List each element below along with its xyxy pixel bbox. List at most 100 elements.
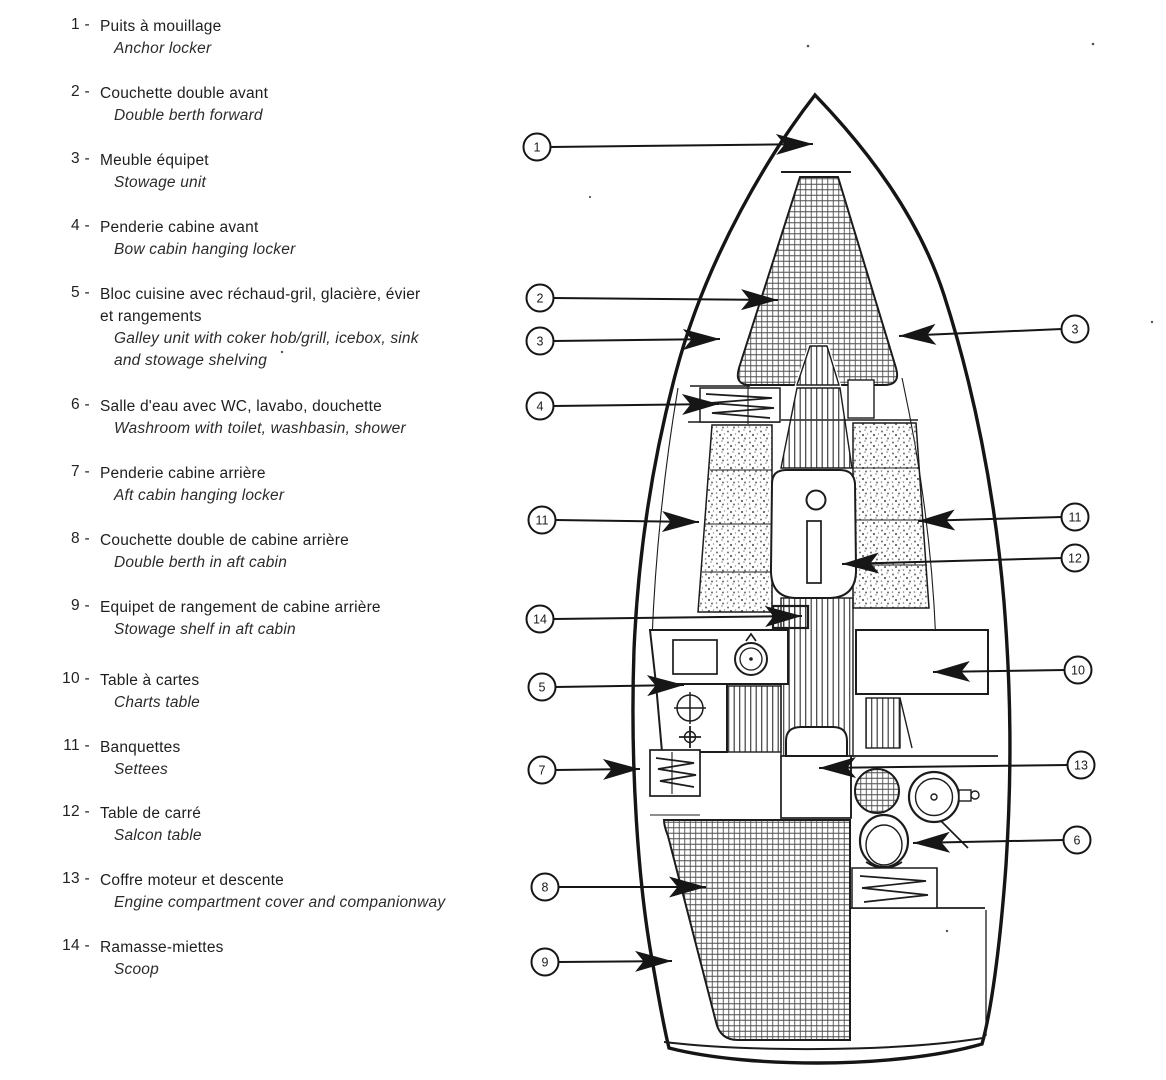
callout-3-right: 3 [898, 314, 1090, 345]
legend-label-fr: Table de carré [100, 805, 202, 822]
legend-label-en: Bow cabin hanging locker [114, 241, 296, 258]
legend-label-fr: Table à cartes [100, 672, 200, 689]
callout-7: 7 [527, 755, 641, 785]
legend-label-en: Scoop [114, 961, 159, 978]
legend-label-fr: Banquettes [100, 739, 181, 756]
transom-line [663, 1037, 984, 1051]
legend-item-number: 8 - [71, 530, 90, 547]
svg-text:14: 14 [533, 613, 547, 627]
legend-label-fr: Equipet de rangement de cabine arrière [100, 599, 381, 616]
legend-item-number: 12 - [62, 803, 90, 820]
aft-hanging-locker-stbd-icon [859, 875, 929, 903]
legend-label-fr: Couchette double avant [100, 85, 269, 102]
shower-grate [854, 768, 900, 814]
nav-seat [865, 697, 901, 749]
callout-5: 5 [527, 672, 685, 702]
svg-text:9: 9 [542, 956, 549, 970]
washbasin-faucet [958, 789, 972, 802]
legend-item-9: 9 -Equipet de rangement de cabine arrièr… [0, 597, 520, 641]
toilet [858, 813, 910, 869]
legend-label-en: Double berth in aft cabin [114, 554, 288, 571]
svg-text:1: 1 [534, 141, 541, 155]
svg-text:10: 10 [1071, 664, 1085, 678]
callout-6: 6 [912, 825, 1092, 855]
legend-item-number: 11 - [63, 737, 90, 754]
washbasin-drain [930, 793, 938, 801]
svg-text:3: 3 [537, 335, 544, 349]
galley-burner-cross [679, 726, 701, 748]
legend-label-en: Galley unit with coker hob/grill, icebox… [114, 330, 419, 369]
engine-box [780, 755, 852, 819]
legend-label-en: Aft cabin hanging locker [114, 487, 285, 504]
legend-item-number: 2 - [71, 83, 90, 100]
callout-3-left: 3 [525, 326, 721, 356]
svg-text:6: 6 [1074, 834, 1081, 848]
aft-hanging-locker-port-icon [655, 757, 697, 788]
legend-label-en: Double berth forward [114, 107, 263, 124]
stowage-box-starboard [847, 379, 875, 419]
legend-label-en: Stowage unit [114, 174, 207, 191]
galley-stove-center [749, 657, 753, 661]
legend-label-en: Salcon table [114, 827, 202, 844]
mast-ring [805, 489, 827, 511]
legend-item-number: 5 - [71, 284, 90, 301]
legend-item-number: 14 - [62, 937, 90, 954]
legend-label-fr: Penderie cabine arrière [100, 465, 266, 482]
forward-walkway-wedge-lines [796, 345, 840, 386]
legend-label-fr: Salle d'eau avec WC, lavabo, douchette [100, 398, 382, 415]
callout-4: 4 [525, 391, 720, 421]
callout-12: 12 [841, 543, 1090, 574]
svg-text:7: 7 [539, 764, 546, 778]
legend-item-number: 3 - [71, 150, 90, 167]
toilet-bowl [865, 824, 903, 866]
bow-hanging-locker-icon [705, 393, 775, 419]
legend-label-fr: Penderie cabine avant [100, 219, 259, 236]
companionway-seat [785, 726, 848, 757]
legend-label-en: Stowage shelf in aft cabin [114, 621, 296, 638]
svg-text:11: 11 [1069, 511, 1082, 525]
legend-label-fr: Ramasse-miettes [100, 939, 224, 956]
settee-starboard [852, 422, 930, 609]
legend-label-fr: Coffre moteur et descente [100, 872, 284, 889]
legend-item-number: 1 - [71, 16, 90, 33]
callout-9: 9 [530, 947, 673, 977]
legend-item-6: 6 - Salle d'eau avec WC, lavabo, douchett… [0, 396, 520, 440]
legend-item-number: 13 - [62, 870, 90, 887]
walkway-forward [780, 387, 853, 469]
callout-10: 10 [932, 655, 1093, 685]
galley-icebox [672, 639, 718, 675]
aft-berth [662, 819, 851, 1041]
shelf-line-port [651, 387, 679, 641]
settee-port-dividers [702, 469, 772, 573]
nav-seat-diagonal [899, 697, 913, 749]
washroom-walls [850, 755, 998, 909]
washbasin-faucet-knob [970, 790, 980, 800]
aft-hanging-locker-port-box [649, 749, 701, 797]
legend-item-number: 7 - [71, 463, 90, 480]
callout-14: 14 [525, 604, 803, 634]
legend-item-number: 6 - [71, 396, 90, 413]
svg-text:8: 8 [542, 881, 549, 895]
galley-stove-knob [745, 632, 757, 642]
legend-label-en: Charts table [114, 694, 200, 711]
legend-item-number: 4 - [71, 217, 90, 234]
legend-label-fr: Bloc cuisine avec réchaud-gril, glacière… [100, 286, 421, 325]
aft-quarter-lines [936, 868, 987, 1036]
callout-11-left: 11 [527, 505, 700, 535]
legend-label-fr: Couchette double de cabine arrière [100, 532, 349, 549]
legend-item-5: 5 - Bloc cuisine avec réchaud-gril, glaci… [0, 284, 520, 372]
svg-text:2: 2 [537, 292, 544, 306]
